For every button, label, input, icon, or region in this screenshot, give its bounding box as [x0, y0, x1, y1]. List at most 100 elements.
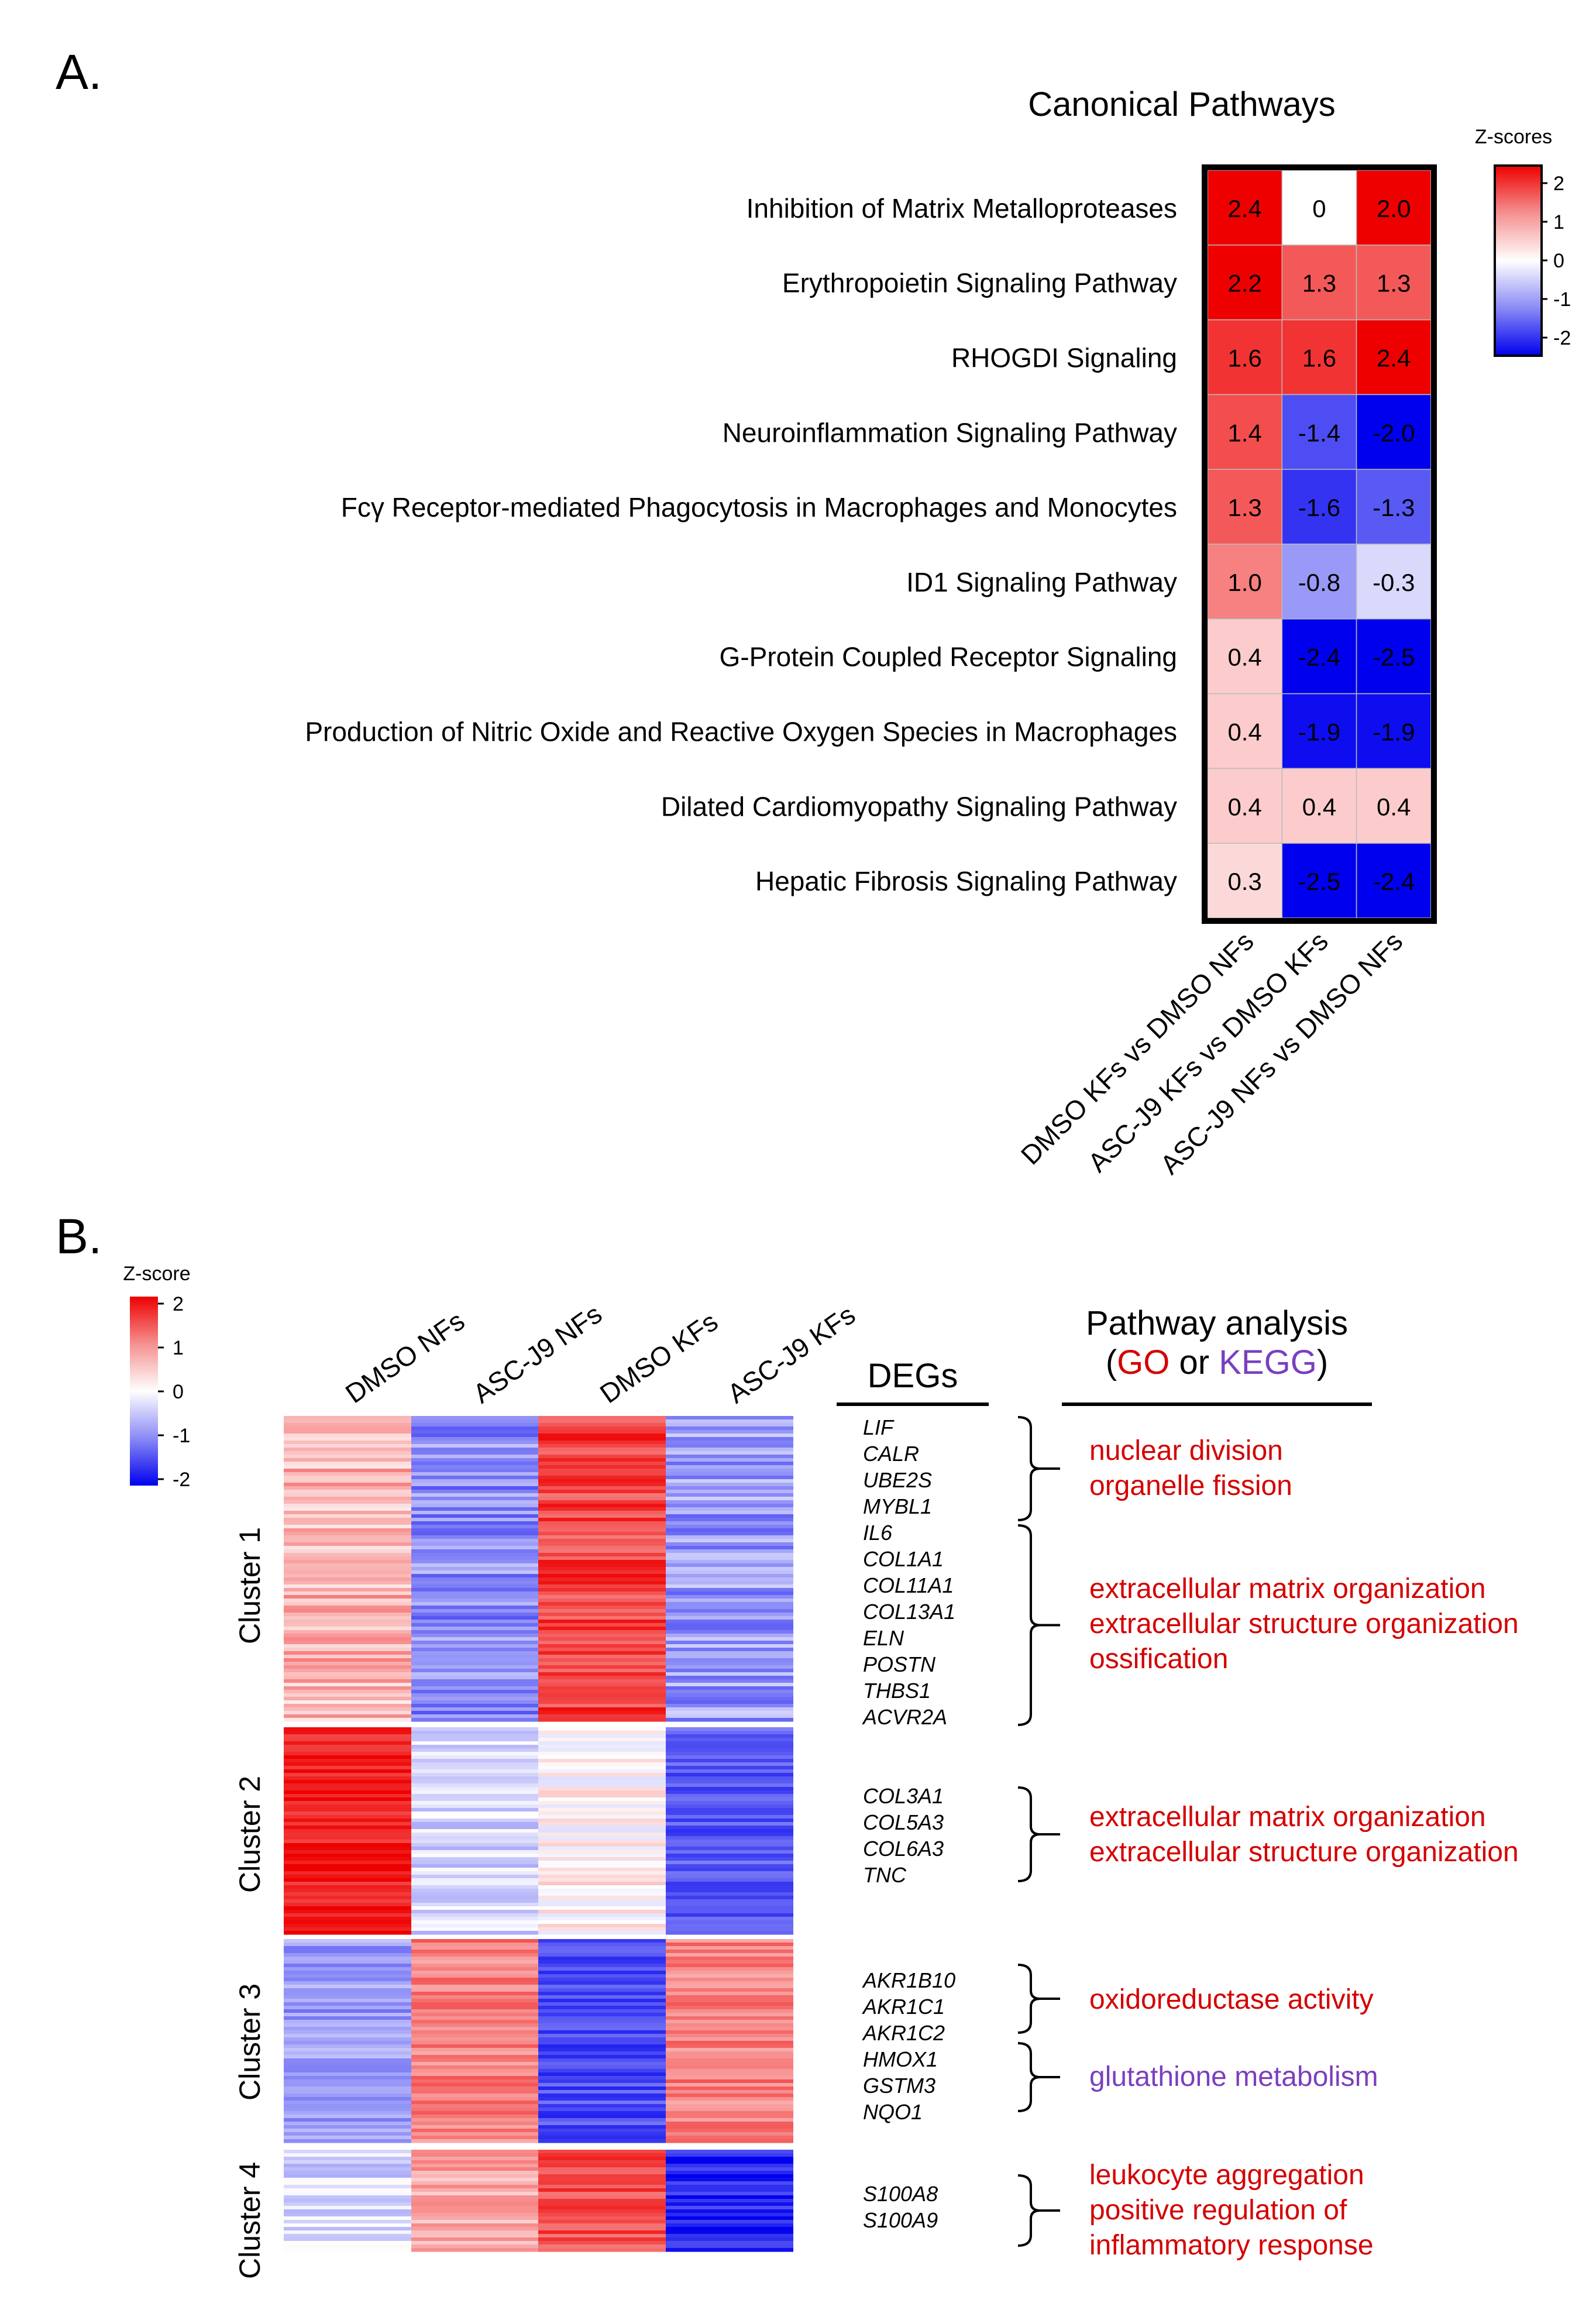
heatmap-stripe: [538, 2178, 666, 2182]
heatmap-stripe: [538, 1871, 666, 1875]
heatmap-stripe: [411, 1535, 539, 1539]
heatmap-stripe: [411, 1532, 539, 1536]
heatmap-stripe: [411, 1609, 539, 1613]
heatmap-stripe: [411, 1741, 539, 1745]
heatmap-stripe: [538, 2192, 666, 2196]
heatmap-stripe: [538, 1434, 666, 1438]
heatmap-stripe: [411, 2150, 539, 2154]
heatmap-stripe: [538, 1924, 666, 1928]
heatmap-stripe: [284, 2241, 411, 2245]
heatmap-stripe: [411, 2167, 539, 2171]
heatmap-stripe: [284, 1623, 411, 1627]
heatmap-stripe: [284, 1686, 411, 1690]
heatmap-stripe: [666, 1574, 793, 1578]
heatmap-stripe: [538, 2213, 666, 2217]
row-label: Inhibition of Matrix Metalloproteases: [747, 193, 1177, 224]
heatmap-cell: [1356, 394, 1432, 470]
cell-value: -1.6: [1298, 494, 1340, 521]
go-term: extracellular matrix organization: [1089, 1802, 1486, 1833]
heatmap-cell: [1281, 469, 1357, 545]
heatmap-stripe: [666, 1734, 793, 1738]
heatmap-stripe: [411, 1665, 539, 1669]
cell-value: 0.4: [1377, 793, 1411, 820]
heatmap-stripe: [284, 2108, 411, 2112]
heatmap-stripe: [284, 1434, 411, 1438]
heatmap-stripe: [411, 1974, 539, 1978]
heatmap-stripe: [538, 1704, 666, 1708]
heatmap-stripe: [411, 1826, 539, 1830]
gene-label: POSTN: [863, 1652, 936, 1676]
heatmap-stripe: [538, 2023, 666, 2027]
heatmap-stripe: [411, 1967, 539, 1971]
heatmap-stripe: [284, 1780, 411, 1784]
go-term: positive regulation of: [1089, 2195, 1347, 2226]
heatmap-stripe: [538, 2079, 666, 2084]
heatmap-stripe: [284, 1609, 411, 1613]
heatmap-stripe: [284, 1755, 411, 1759]
heatmap-stripe: [538, 1493, 666, 1497]
heatmap-stripe: [411, 1829, 539, 1833]
heatmap-stripe: [538, 1939, 666, 1943]
heatmap-stripe: [666, 2090, 793, 2094]
heatmap-stripe: [666, 1651, 793, 1655]
heatmap-stripe: [411, 2174, 539, 2178]
heatmap-stripe: [411, 2037, 539, 2041]
heatmap-stripe: [284, 2122, 411, 2126]
heatmap-stripe: [411, 1711, 539, 1715]
heatmap-stripe: [538, 1971, 666, 1975]
heatmap-stripe: [538, 1899, 666, 1903]
heatmap-stripe: [666, 1899, 793, 1903]
heatmap-stripe: [666, 1847, 793, 1851]
heatmap-stripe: [538, 1539, 666, 1543]
colorbar-tick-label: 1: [173, 1337, 184, 1359]
heatmap-stripe: [284, 1920, 411, 1924]
heatmap-stripe: [538, 2002, 666, 2006]
heatmap-stripe: [284, 1588, 411, 1592]
heatmap-stripe: [538, 2051, 666, 2055]
heatmap-stripe: [666, 1927, 793, 1931]
kegg-label: KEGG: [1219, 1343, 1317, 1381]
heatmap-stripe: [666, 1497, 793, 1501]
heatmap-stripe: [284, 1745, 411, 1749]
heatmap-stripe: [666, 1704, 793, 1708]
heatmap-stripe: [538, 2062, 666, 2066]
heatmap-stripe: [411, 1738, 539, 1742]
heatmap-stripe: [666, 1875, 793, 1879]
heatmap-stripe: [411, 1790, 539, 1795]
heatmap-stripe: [411, 1563, 539, 1568]
heatmap-stripe: [666, 1479, 793, 1483]
heatmap-stripe: [666, 1836, 793, 1840]
heatmap-stripe: [666, 1549, 793, 1553]
heatmap-stripe: [666, 2227, 793, 2231]
heatmap-stripe: [538, 1662, 666, 1666]
heatmap-cells: [1207, 170, 1432, 919]
heatmap-stripe: [666, 1634, 793, 1638]
heatmap-stripe: [538, 2153, 666, 2157]
heatmap-stripe: [411, 2002, 539, 2006]
pathway-header-subtitle: (GO or KEGG): [1047, 1343, 1387, 1382]
heatmap-stripe: [666, 2132, 793, 2136]
heatmap-stripe: [666, 1854, 793, 1858]
heatmap-stripe: [666, 1829, 793, 1833]
heatmap-stripe: [284, 1641, 411, 1645]
heatmap-stripe: [666, 1748, 793, 1752]
heatmap-stripe: [538, 1669, 666, 1673]
heatmap-stripe: [538, 2174, 666, 2178]
heatmap-stripe: [538, 1854, 666, 1858]
paren-open: (: [1105, 1343, 1117, 1381]
heatmap-stripe: [284, 1630, 411, 1634]
heatmap-stripe: [666, 1864, 793, 1868]
go-term: oxidoreductase activity: [1089, 1984, 1374, 2015]
heatmap-stripe: [666, 2199, 793, 2203]
heatmap-stripe: [538, 1790, 666, 1795]
heatmap-stripe: [284, 2069, 411, 2073]
heatmap-stripe: [284, 2185, 411, 2189]
gene-label: TNC: [863, 1863, 906, 1887]
heatmap-stripe: [284, 1500, 411, 1504]
heatmap-cell: [1207, 618, 1283, 695]
heatmap-stripe: [666, 1957, 793, 1961]
heatmap-stripe: [411, 1868, 539, 1872]
heatmap-stripe: [666, 1857, 793, 1861]
heatmap-stripe: [666, 1676, 793, 1680]
heatmap-stripe: [538, 2132, 666, 2136]
